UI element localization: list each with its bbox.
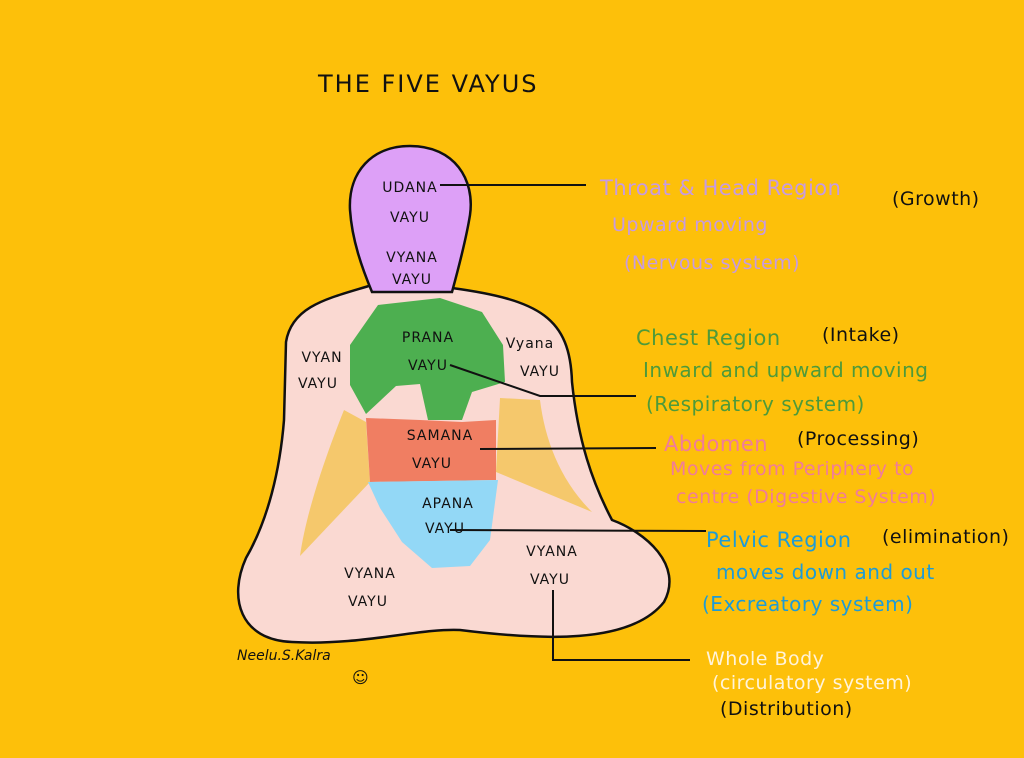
- samana-system-text: centre (Digestive System): [676, 486, 937, 508]
- vyana-system-text: (circulatory system): [712, 672, 913, 694]
- udana-region-text: Throat & Head Region: [600, 176, 842, 200]
- apana-vayu-label: VAYU: [425, 521, 465, 537]
- udana-system-text: (Nervous system): [624, 252, 801, 274]
- vyana-region-text: Whole Body: [706, 648, 825, 670]
- prana-vayu-label: VAYU: [408, 358, 448, 374]
- apana-label: APANA: [422, 496, 474, 512]
- vyana-connector: [552, 590, 690, 661]
- vyana-left-leg-label: VYANA: [344, 566, 396, 582]
- prana-connector: [449, 364, 636, 397]
- samana-role-text: (Processing): [797, 428, 920, 450]
- vyana-left-arm-label: VYAN: [301, 350, 342, 366]
- apana-movement-text: moves down and out: [716, 560, 935, 584]
- prana-region: [350, 298, 505, 420]
- samana-connector: [479, 447, 657, 450]
- vyana-head-label: VYANA: [386, 250, 438, 266]
- prana-role-text: (Intake): [822, 324, 900, 346]
- samana-label: SAMANA: [407, 428, 473, 444]
- apana-region: [368, 480, 498, 568]
- udana-vayu-label: VAYU: [390, 210, 430, 226]
- vyana-left-leg-vayu-label: VAYU: [348, 594, 388, 610]
- diagram-title: THE FIVE VAYUS: [318, 70, 539, 98]
- vyana-right-leg-label: VYANA: [526, 544, 578, 560]
- vyana-head-vayu-label: VAYU: [392, 272, 432, 288]
- vyana-left-arm-vayu-label: VAYU: [298, 376, 338, 392]
- samana-movement-text: Moves from Periphery to: [670, 458, 915, 480]
- udana-role-text: (Growth): [892, 188, 980, 210]
- smiley-icon: ☺: [352, 668, 369, 687]
- vyana-right-arm-label: Vyana: [506, 336, 555, 352]
- prana-region-text: Chest Region: [636, 326, 781, 350]
- apana-connector: [449, 529, 707, 532]
- prana-movement-text: Inward and upward moving: [643, 358, 929, 382]
- apana-region-text: Pelvic Region: [706, 528, 852, 552]
- apana-role-text: (elimination): [882, 526, 1010, 548]
- vyana-role-text: (Distribution): [720, 698, 853, 720]
- samana-region-text: Abdomen: [664, 432, 769, 456]
- right-arm-region: [496, 398, 592, 512]
- udana-label: UDANA: [382, 180, 437, 196]
- left-arm-region: [300, 410, 370, 556]
- artist-signature: Neelu.S.Kalra: [237, 648, 331, 664]
- prana-system-text: (Respiratory system): [646, 392, 865, 416]
- vyana-right-leg-vayu-label: VAYU: [530, 572, 570, 588]
- head-region: [348, 144, 472, 294]
- udana-movement-text: Upward moving: [612, 214, 768, 236]
- vyana-right-arm-vayu-label: VAYU: [520, 364, 560, 380]
- samana-region: [366, 418, 496, 482]
- samana-vayu-label: VAYU: [412, 456, 452, 472]
- prana-label: PRANA: [402, 330, 454, 346]
- apana-system-text: (Excreatory system): [702, 592, 914, 616]
